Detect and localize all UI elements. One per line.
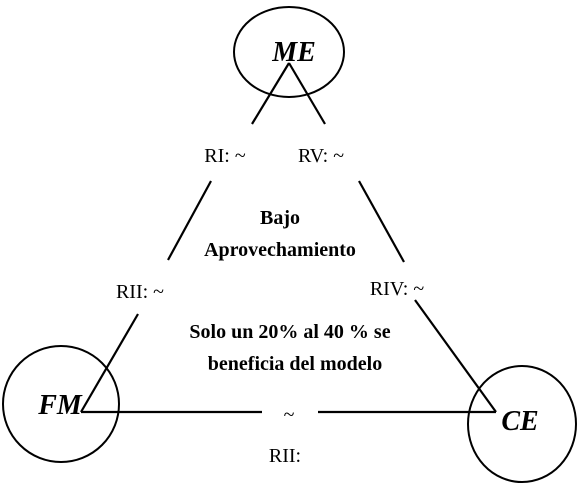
edge-me-left-top (251, 62, 290, 125)
node-label-me: ME (271, 37, 316, 68)
relation-label-rv: RV: ~ (298, 145, 344, 167)
node-label-fm: FM (37, 390, 83, 421)
node-circle-ce (467, 365, 577, 483)
node-circle-fm (2, 345, 120, 463)
center-text-line-4: beneficia del modelo (208, 353, 382, 375)
node-circle-me (233, 6, 345, 98)
node-label-ce: CE (501, 406, 538, 437)
edge-me-right-top (288, 62, 326, 125)
edge-left-bottom (80, 313, 139, 413)
relation-label-bottom-tilde: ~ (284, 404, 295, 426)
edge-right-bottom (414, 299, 497, 413)
edge-right-mid (358, 180, 405, 263)
relation-label-ri: RI: ~ (204, 145, 246, 167)
center-text-line-1: Bajo (260, 207, 300, 229)
relation-label-rii-left: RII: ~ (116, 281, 164, 303)
relation-label-riv: RIV: ~ (370, 278, 425, 300)
relation-label-rii-bottom: RII: (269, 445, 301, 467)
center-text-line-2: Aprovechamiento (204, 239, 356, 261)
edge-left-mid (167, 180, 212, 261)
center-text-line-3: Solo un 20% al 40 % se (189, 321, 390, 343)
